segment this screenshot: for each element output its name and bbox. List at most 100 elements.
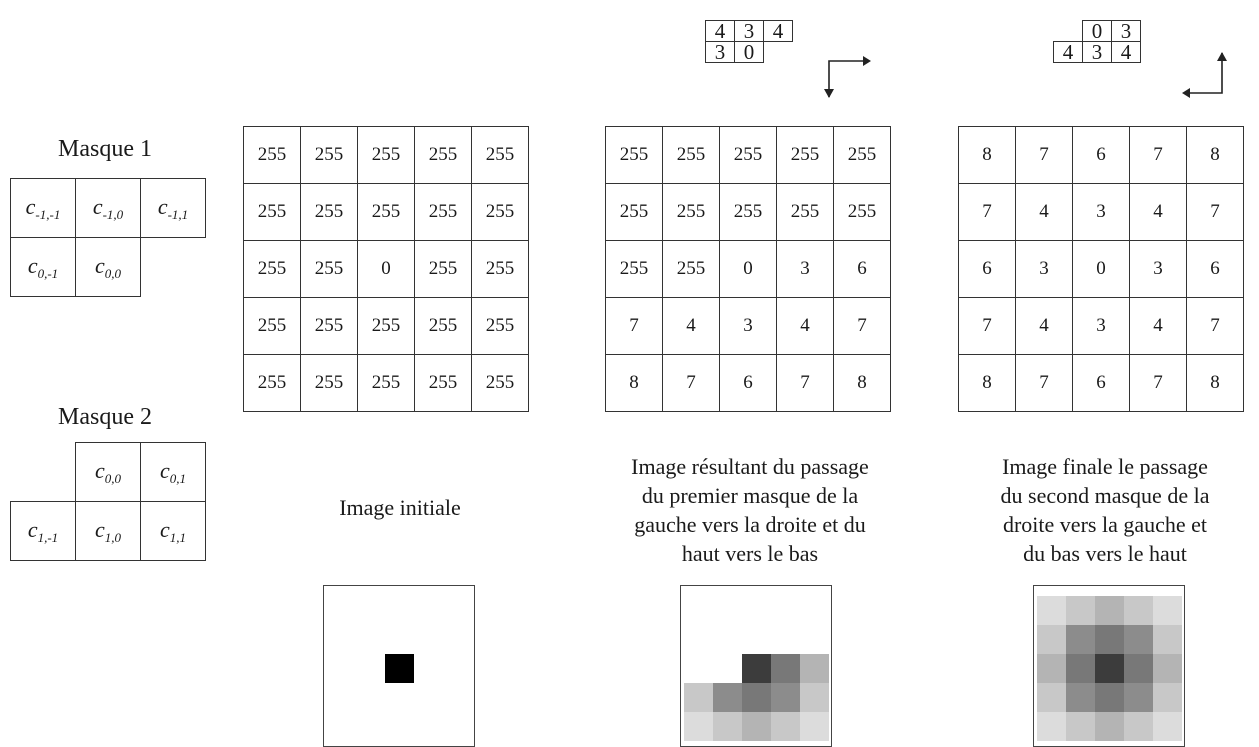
thumbnail-pixel	[742, 712, 771, 741]
pixel-value-cell: 255	[472, 127, 529, 184]
caption-line: du premier masque de la	[585, 481, 915, 510]
pixel-value-cell: 255	[415, 184, 472, 241]
coefficient-symbol: c	[28, 253, 38, 278]
caption-line: du bas vers le haut	[945, 539, 1259, 568]
mask-coefficient-cell: c1,-1	[11, 502, 76, 561]
initial-image-thumbnail	[323, 585, 475, 747]
coefficient-symbol: c	[158, 194, 168, 219]
thumbnail-pixel	[1095, 654, 1124, 683]
pixel-value-cell: 255	[472, 184, 529, 241]
thumbnail-pixel	[1153, 683, 1182, 712]
pixel-value-cell: 255	[415, 241, 472, 298]
thumbnail-pixel	[684, 683, 713, 712]
thumbnail-pixel	[1153, 596, 1182, 625]
pixel-value-cell: 4	[1016, 298, 1073, 355]
pixel-value-cell: 255	[472, 298, 529, 355]
thumbnail-pixel	[1095, 683, 1124, 712]
coefficient-symbol: c	[95, 253, 105, 278]
backward-direction-arrow-icon	[1178, 45, 1238, 105]
thumbnail-pixel	[1066, 654, 1095, 683]
pixel-value-cell: 7	[1187, 298, 1244, 355]
weight-cell: 4	[1054, 42, 1083, 63]
thumbnail-pixel	[1037, 683, 1066, 712]
coefficient-index: 0,0	[105, 266, 121, 281]
coefficient-index: 1,-1	[38, 530, 59, 545]
pixel-value-cell: 8	[959, 355, 1016, 412]
weight-cell: 4	[1112, 42, 1141, 63]
pixel-value-cell: 0	[720, 241, 777, 298]
caption-line: haut vers le bas	[585, 539, 915, 568]
forward-direction-arrow-icon	[815, 45, 875, 105]
mask-coefficient-cell: c-1,0	[76, 179, 141, 238]
thumbnail-pixel	[1037, 654, 1066, 683]
weight-cell: 3	[1083, 42, 1112, 63]
pixel-value-cell: 6	[1073, 355, 1130, 412]
forward-pass-thumbnail	[680, 585, 832, 747]
pixel-value-cell: 255	[663, 184, 720, 241]
thumbnail-pixel	[713, 683, 742, 712]
pixel-value-cell: 0	[358, 241, 415, 298]
pixel-value-cell: 4	[663, 298, 720, 355]
weight-cell: 3	[735, 21, 764, 42]
mask-coefficient-cell: c1,0	[76, 502, 141, 561]
pixel-value-cell: 255	[244, 355, 301, 412]
pixel-value-cell: 255	[415, 298, 472, 355]
pixel-value-cell: 255	[415, 355, 472, 412]
thumbnail-pixel	[684, 712, 713, 741]
weight-cell: 0	[735, 42, 764, 63]
pixel-value-cell: 6	[834, 241, 891, 298]
coefficient-symbol: c	[160, 458, 170, 483]
weight-cell: 3	[706, 42, 735, 63]
pixel-value-cell: 255	[834, 184, 891, 241]
pixel-value-cell: 6	[1187, 241, 1244, 298]
pixel-value-cell: 255	[663, 127, 720, 184]
pixel-value-cell: 3	[1016, 241, 1073, 298]
pixel-value-cell: 0	[1073, 241, 1130, 298]
pixel-value-cell: 7	[1016, 127, 1073, 184]
thumbnail-pixel	[1095, 625, 1124, 654]
mask2-title: Masque 2	[58, 404, 152, 431]
mask-empty-cell	[11, 443, 76, 502]
pixel-value-cell: 255	[358, 184, 415, 241]
thumbnail-pixel	[1095, 712, 1124, 741]
pixel-value-cell: 255	[244, 127, 301, 184]
thumbnail-pixel	[1124, 683, 1153, 712]
pixel-value-cell: 255	[301, 127, 358, 184]
pixel-value-cell: 255	[472, 241, 529, 298]
thumbnail-pixel	[1124, 654, 1153, 683]
pixel-value-cell: 255	[301, 298, 358, 355]
pixel-value-cell: 7	[834, 298, 891, 355]
pixel-value-cell: 7	[606, 298, 663, 355]
pixel-value-cell: 255	[301, 355, 358, 412]
pixel-value-cell: 7	[1187, 184, 1244, 241]
pixel-value-cell: 8	[959, 127, 1016, 184]
thumbnail-pixel	[1153, 654, 1182, 683]
pixel-value-cell: 4	[1130, 298, 1187, 355]
pixel-value-cell: 4	[1016, 184, 1073, 241]
pixel-value-cell: 6	[1073, 127, 1130, 184]
pixel-value-cell: 255	[834, 127, 891, 184]
coefficient-symbol: c	[95, 458, 105, 483]
pixel-value-cell: 3	[720, 298, 777, 355]
thumbnail-pixel	[385, 654, 414, 683]
pixel-value-cell: 7	[1130, 127, 1187, 184]
thumbnail-pixel	[1037, 625, 1066, 654]
thumbnail-pixel	[742, 654, 771, 683]
coefficient-symbol: c	[95, 517, 105, 542]
pixel-value-cell: 255	[606, 184, 663, 241]
pixel-value-cell: 255	[663, 241, 720, 298]
weight-empty-cell	[764, 42, 793, 63]
pixel-value-cell: 255	[606, 241, 663, 298]
coefficient-symbol: c	[28, 517, 38, 542]
thumbnail-pixel	[800, 683, 829, 712]
coefficient-index: 1,1	[170, 530, 186, 545]
mask-coefficient-cell: c-1,-1	[11, 179, 76, 238]
pixel-value-cell: 3	[1130, 241, 1187, 298]
pixel-value-cell: 7	[1016, 355, 1073, 412]
thumbnail-pixel	[1124, 712, 1153, 741]
pixel-value-cell: 8	[606, 355, 663, 412]
